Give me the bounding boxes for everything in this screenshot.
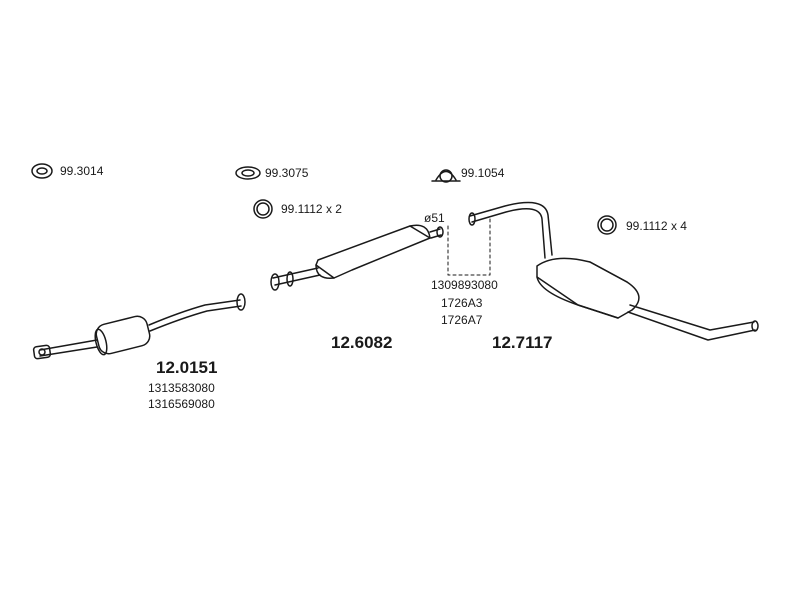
part-ref: 1309893080 — [431, 278, 498, 292]
part-code-12-6082: 12.6082 — [331, 333, 393, 352]
rubber-mount-icon — [31, 163, 53, 179]
part-code-12-0151: 12.0151 — [156, 358, 218, 377]
accessory-code-99-3075: 99.3075 — [265, 166, 309, 180]
part-ref: 1313583080 — [148, 381, 215, 395]
accessory-qty: x 4 — [670, 219, 687, 233]
rear-silencer-drawing — [468, 201, 759, 341]
accessory-code-99-1112-b: 99.1112 x 4 — [626, 219, 687, 233]
clamp-icon — [431, 169, 461, 183]
accessory-code: 99.1112 — [626, 219, 668, 233]
seal-ring-icon — [597, 215, 617, 235]
accessory-code: 99.1112 — [281, 202, 323, 216]
diameter-label: ø51 — [424, 211, 445, 225]
hanger-ring-icon — [235, 166, 261, 180]
part-code-12-7117: 12.7117 — [492, 333, 553, 352]
part-ref: 1316569080 — [148, 397, 215, 411]
accessory-qty: x 2 — [325, 202, 342, 216]
middle-silencer-drawing — [270, 224, 444, 291]
accessory-code-99-1054: 99.1054 — [461, 166, 505, 180]
seal-ring-icon — [253, 199, 273, 219]
accessory-code-99-3014: 99.3014 — [60, 164, 104, 178]
accessory-code-99-1112-a: 99.1112 x 2 — [281, 202, 342, 216]
reference-bracket — [447, 217, 491, 276]
front-pipe-drawing — [32, 293, 246, 360]
part-ref: 1726A3 — [441, 296, 483, 310]
part-ref: 1726A7 — [441, 313, 483, 327]
